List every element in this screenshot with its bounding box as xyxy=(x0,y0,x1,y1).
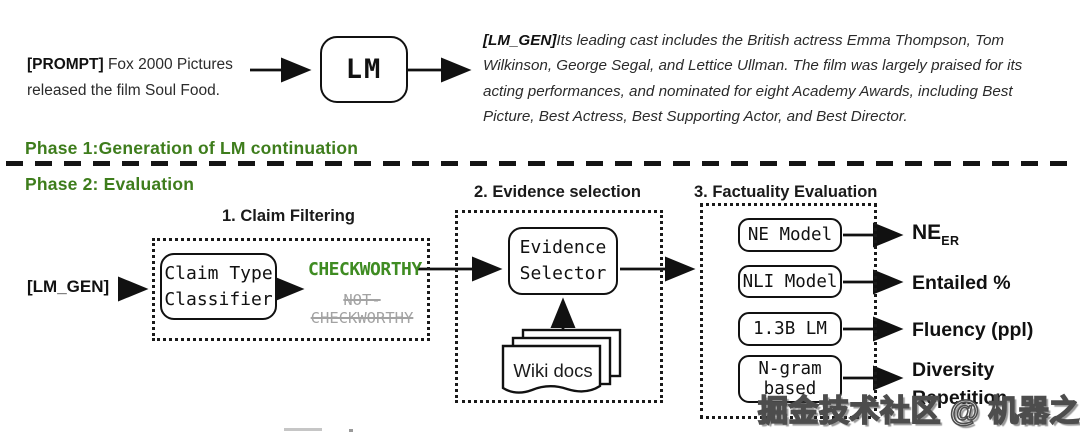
factuality-evaluation-title: 3. Factuality Evaluation xyxy=(694,183,878,201)
result-entailed: Entailed % xyxy=(912,272,1011,294)
ne-model-node: NE Model xyxy=(738,218,842,252)
phase1-heading: Phase 1:Generation of LM continuation xyxy=(25,138,359,158)
evidence-selection-region xyxy=(455,210,663,403)
classifier-label-line1: Claim Type xyxy=(164,262,273,284)
lm-13b-label: 1.3B LM xyxy=(753,319,827,339)
clipped-caption-remnant xyxy=(284,428,322,431)
result-ne-main: NE xyxy=(912,221,942,244)
not-checkworthy-label: NOT- CHECKWORTHY xyxy=(300,291,424,327)
classifier-label-line2: Classifier xyxy=(164,288,273,310)
clipped-caption-remnant-dot xyxy=(349,429,353,432)
selector-label-line1: Evidence xyxy=(519,237,607,258)
result-fluency: Fluency (ppl) xyxy=(912,319,1034,341)
ngram-label-line1: N-gram xyxy=(758,359,822,379)
claim-type-classifier-node: Claim Type Classifier xyxy=(160,253,277,320)
selector-label-line2: Selector xyxy=(519,263,607,284)
lm-13b-node: 1.3B LM xyxy=(738,312,842,346)
ne-model-label: NE Model xyxy=(747,225,833,245)
not-checkworthy-line1: NOT- xyxy=(343,291,381,309)
lmgen-input-label: [LM_GEN] xyxy=(27,277,110,296)
nli-model-label: NLI Model xyxy=(742,271,838,292)
phase-divider-dashed-line xyxy=(6,161,1076,166)
lm-generation-text: [LM_GEN]Its leading cast includes the Br… xyxy=(483,28,1057,130)
result-ne-subscript: ER xyxy=(941,234,960,248)
result-repetition: Repetition xyxy=(912,387,1008,409)
checkworthy-label: CHECKWORTHY xyxy=(308,259,422,280)
wiki-docs-label: Wiki docs xyxy=(513,360,593,381)
nli-model-node: NLI Model xyxy=(738,265,842,298)
ngram-label-line2: based xyxy=(763,379,817,399)
prompt-tag: [PROMPT] xyxy=(27,56,104,73)
result-diversity: Diversity xyxy=(912,359,995,381)
lm-gen-tag: [LM_GEN] xyxy=(483,32,557,49)
prompt-body: Fox 2000 Pictures released the film Soul… xyxy=(27,56,233,99)
factuality-evaluation-region xyxy=(700,203,877,419)
lm-gen-body: Its leading cast includes the British ac… xyxy=(483,32,1023,126)
prompt-text: [PROMPT] Fox 2000 Pictures released the … xyxy=(27,52,269,103)
lm-node: LM xyxy=(320,36,408,103)
evidence-selection-title: 2. Evidence selection xyxy=(474,183,641,201)
ngram-node: N-gram based xyxy=(738,355,842,403)
phase2-heading: Phase 2: Evaluation xyxy=(25,174,195,194)
claim-filtering-region xyxy=(152,238,430,341)
claim-filtering-title: 1. Claim Filtering xyxy=(222,207,355,225)
result-ne-er: NEER xyxy=(912,221,960,248)
watermark: 掘金技术社区 @ 机器之心 xyxy=(757,394,1080,429)
not-checkworthy-line2: CHECKWORTHY xyxy=(310,309,414,327)
lm-node-label: LM xyxy=(345,54,383,85)
evidence-selector-node: Evidence Selector xyxy=(508,227,618,295)
